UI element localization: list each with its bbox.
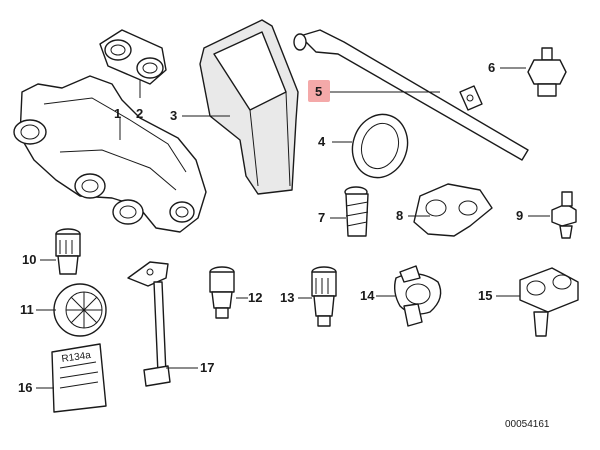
callout-5: 5 <box>315 84 322 99</box>
callout-14: 14 <box>360 288 375 303</box>
part-17-bracket <box>127 261 171 387</box>
part-1-housing <box>13 75 207 233</box>
leader-lines <box>36 67 550 389</box>
callout-16: 16 <box>18 380 32 395</box>
part-7-expanding-clip <box>344 186 369 237</box>
part-6-sensor <box>527 47 567 97</box>
callout-15: 15 <box>478 288 492 303</box>
part-16-info-card <box>51 343 107 413</box>
callout-2: 2 <box>136 106 143 121</box>
info-card-text: R134a <box>61 350 92 365</box>
callout-6: 6 <box>488 60 495 75</box>
callout-8: 8 <box>396 208 403 223</box>
callout-3: 3 <box>170 108 177 123</box>
callout-1: 1 <box>114 106 121 121</box>
callout-12: 12 <box>248 290 262 305</box>
part-4-o-ring <box>351 113 409 179</box>
part-8-pipe-holder <box>413 183 493 237</box>
part-9-push-rivet <box>551 191 577 239</box>
callout-13: 13 <box>280 290 294 305</box>
part-10-plug <box>55 228 81 275</box>
part-5-hose <box>293 29 529 161</box>
callout-4: 4 <box>318 134 326 149</box>
part-13-valve <box>311 266 337 327</box>
callout-17: 17 <box>200 360 214 375</box>
callout-9: 9 <box>516 208 523 223</box>
callout-7: 7 <box>318 210 325 225</box>
part-3-duct-seal <box>199 19 299 195</box>
part-12-switch <box>209 266 235 319</box>
part-11-grommet <box>53 283 107 337</box>
callout-10: 10 <box>22 252 36 267</box>
part-14-hose-clamp <box>393 265 442 327</box>
callout-5-highlight <box>308 80 330 102</box>
part-15-double-clip <box>519 267 579 337</box>
callout-11: 11 <box>20 302 34 317</box>
part-2-double-grommet <box>99 29 167 85</box>
drawing-number: 00054161 <box>505 419 550 430</box>
